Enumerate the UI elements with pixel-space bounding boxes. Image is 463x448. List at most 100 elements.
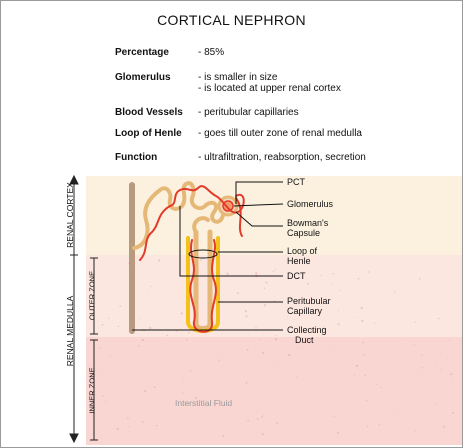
speckle	[259, 338, 261, 340]
inner-zone-band	[86, 337, 462, 445]
interstitial-speckles	[99, 259, 455, 437]
speckle	[316, 328, 318, 330]
speckle	[452, 411, 455, 414]
speckle	[218, 359, 220, 362]
speckle	[440, 369, 443, 371]
speckle	[337, 323, 340, 326]
speckle	[109, 355, 111, 358]
leader-pct	[235, 181, 283, 204]
speckle	[313, 331, 316, 334]
speckle	[414, 429, 416, 432]
zone-brackets	[69, 174, 98, 444]
leader-dct	[179, 206, 283, 277]
label-dct: DCT	[287, 271, 306, 281]
speckle	[306, 282, 309, 285]
capillary-red-right	[235, 197, 243, 237]
speckle	[337, 309, 340, 312]
speckle	[339, 289, 341, 291]
bracket-arrow-bottom	[69, 433, 79, 444]
speckle	[256, 417, 259, 420]
speckle	[394, 291, 396, 293]
speckle	[450, 373, 453, 376]
speckle	[420, 354, 423, 356]
speckle	[323, 326, 325, 328]
speckle	[355, 364, 359, 368]
interstitial-fluid-label: Interstitial Fluid	[175, 398, 233, 408]
speckle	[182, 392, 184, 394]
outer-zone-band	[86, 255, 462, 337]
speckle	[357, 277, 360, 280]
speckle	[182, 380, 185, 382]
speckle	[209, 370, 211, 372]
speckle	[263, 287, 266, 289]
speckle	[438, 317, 440, 320]
speckle	[378, 423, 381, 426]
speckle	[141, 420, 144, 423]
leader-lines	[132, 181, 284, 331]
speckle	[298, 347, 300, 349]
speckle	[144, 390, 147, 393]
speckle	[194, 396, 198, 400]
loop-connector	[192, 216, 210, 234]
info-label-function: Function	[115, 152, 158, 163]
speckle	[255, 272, 258, 275]
speckle	[119, 305, 121, 308]
speckle	[274, 268, 277, 271]
speckle	[245, 315, 248, 318]
renal-cortex-label: RENAL CORTEX	[65, 182, 75, 248]
speckle	[276, 422, 279, 425]
speckle	[440, 352, 442, 354]
speckle	[246, 348, 249, 351]
speckle	[435, 403, 437, 406]
capillary-red-left	[139, 205, 171, 261]
speckle	[139, 318, 141, 320]
speckle	[149, 326, 152, 330]
speckle	[101, 323, 104, 326]
speckle	[356, 317, 358, 319]
speckle	[244, 310, 247, 313]
speckle	[237, 292, 240, 295]
speckle	[180, 312, 183, 315]
speckle	[341, 386, 343, 388]
info-value-function: - ultrafiltration, reabsorption, secreti…	[198, 152, 366, 163]
speckle	[262, 351, 265, 355]
loop-marker-ellipse	[188, 249, 218, 259]
speckle	[275, 334, 277, 337]
speckle	[102, 395, 104, 397]
speckle	[333, 415, 335, 418]
speckle	[286, 316, 288, 318]
speckle	[362, 341, 365, 343]
speckle	[364, 374, 367, 377]
speckle	[188, 331, 190, 334]
speckle	[406, 338, 408, 340]
speckle	[273, 360, 275, 362]
speckle	[360, 306, 363, 310]
speckle	[265, 281, 268, 284]
speckle	[373, 322, 376, 324]
speckle	[366, 425, 369, 428]
speckle	[275, 338, 278, 341]
speckle	[255, 327, 257, 329]
speckle	[100, 371, 102, 372]
speckle	[394, 289, 396, 291]
speckle	[222, 434, 225, 437]
speckle	[247, 420, 249, 422]
speckle	[368, 271, 370, 273]
speckle	[301, 424, 303, 425]
speckle	[451, 378, 453, 380]
speckle	[442, 425, 445, 428]
speckle	[436, 366, 438, 368]
info-value-blood-vessels: - peritubular capillaries	[198, 107, 299, 118]
info-label-percentage: Percentage	[115, 47, 169, 58]
speckle	[287, 353, 291, 357]
speckle	[226, 272, 229, 275]
speckle	[261, 432, 264, 436]
renal-medulla-label: RENAL MEDULLA	[65, 295, 75, 367]
speckle	[141, 338, 145, 342]
speckle	[320, 274, 323, 277]
leader-bowmans-capsule	[235, 211, 283, 227]
